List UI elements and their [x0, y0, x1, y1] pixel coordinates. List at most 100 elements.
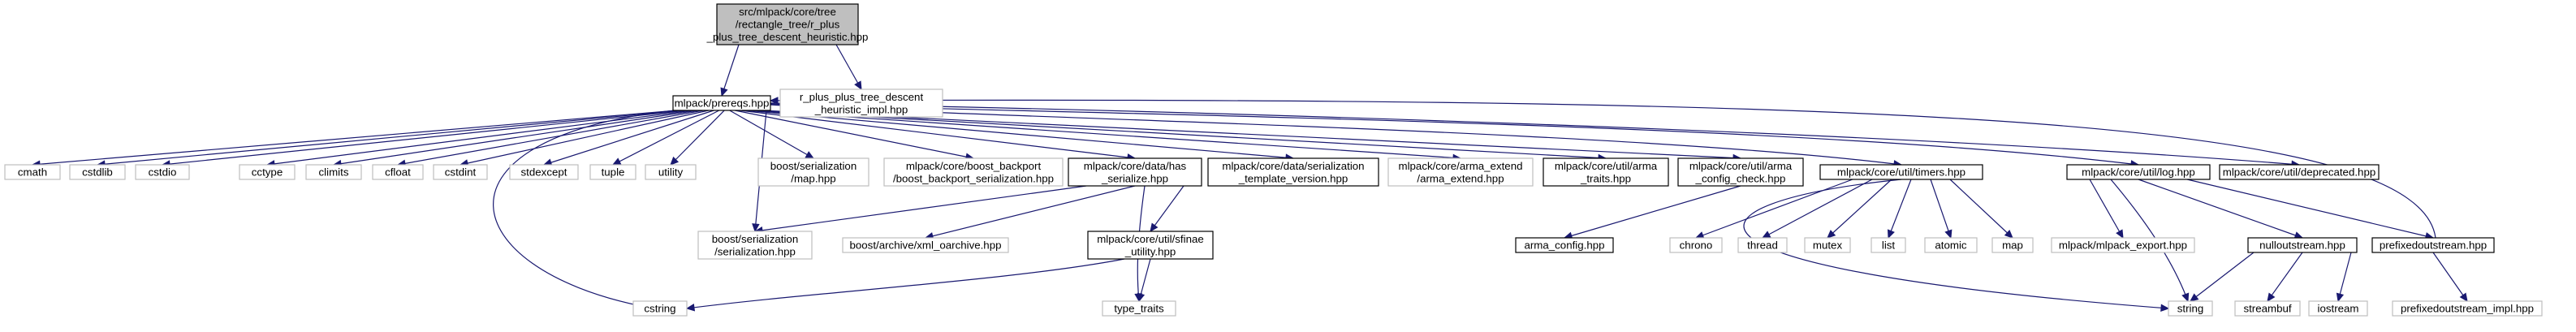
node-arma-traits[interactable]: mlpack/core/util/arma_traits.hpp	[1543, 157, 1669, 187]
edge-line	[2138, 179, 2303, 239]
node-climits: climits	[305, 164, 362, 180]
edge-line	[754, 185, 1087, 232]
edge-line	[460, 110, 709, 166]
edge-nulloutstream-to-iostream	[2336, 252, 2352, 303]
node-box[interactable]	[2066, 164, 2211, 180]
node-box[interactable]	[2219, 164, 2380, 180]
node-box	[1737, 237, 1788, 253]
node-timers[interactable]: mlpack/core/util/timers.hpp	[1819, 164, 1983, 180]
node-type-traits: type_traits	[1102, 300, 1176, 317]
edge-arrowhead	[1827, 230, 1836, 239]
node-xml-oarchive: boost/archive/xml_oarchive.hpp	[842, 237, 1009, 253]
edge-log-to-mlpack_export	[2089, 179, 2124, 239]
node-box	[509, 164, 579, 180]
edge-line	[735, 110, 974, 159]
edge-prereqs-to-cstdio	[161, 110, 688, 168]
node-box	[2234, 300, 2301, 317]
node-label: _utility.hpp	[1124, 245, 1176, 257]
node-label: tuple	[602, 166, 625, 179]
edge-line	[493, 110, 675, 307]
node-box[interactable]	[1819, 164, 1983, 180]
node-log[interactable]: mlpack/core/util/log.hpp	[2066, 164, 2211, 180]
node-box	[433, 164, 488, 180]
node-label: cstdio	[149, 166, 177, 179]
edge-arrowhead	[2459, 292, 2468, 303]
node-label: boost/serialization	[712, 233, 798, 245]
node-rpp-impl: r_plus_plus_tree_descent_heuristic_impl.…	[779, 88, 943, 118]
node-label: /map.hpp	[791, 172, 835, 184]
edge-sfinae-to-type_traits	[1137, 258, 1151, 303]
edge-prereqs-to-cctype	[265, 110, 693, 168]
node-tuple: tuple	[589, 164, 636, 180]
node-prefixedoutstream-impl: prefixedoutstream_impl.hpp	[2392, 300, 2543, 317]
edge-arrowhead	[2116, 229, 2124, 239]
node-ser-template[interactable]: mlpack/core/data/serialization_template_…	[1207, 157, 1379, 187]
node-sfinae[interactable]: mlpack/core/util/sfinae_utility.hpp	[1087, 231, 1214, 260]
node-cstdint: cstdint	[433, 164, 488, 180]
edge-arrowhead	[2160, 304, 2170, 313]
edge-sfinae-to-cstring	[685, 258, 1125, 312]
node-box[interactable]	[1543, 157, 1669, 187]
node-label: mlpack/core/util/timers.hpp	[1837, 166, 1965, 179]
edge-line	[1888, 179, 1912, 239]
edge-prefixedoutstream-to-prefixedoutstream_impl	[2432, 252, 2468, 303]
node-box[interactable]	[2371, 237, 2495, 253]
node-arma-extend: mlpack/core/arma_extend/arma_extend.hpp	[1387, 157, 1534, 187]
edge-prereqs-to-arma_config_check	[761, 110, 1742, 162]
edge-arrowhead	[2004, 230, 2013, 239]
edge-arrowhead	[2267, 292, 2276, 303]
node-nulloutstream[interactable]: nulloutstream.hpp	[2247, 237, 2358, 253]
node-box[interactable]	[2247, 237, 2358, 253]
node-chrono: chrono	[1669, 237, 1723, 253]
node-label: cstring	[644, 303, 675, 315]
node-box[interactable]	[1515, 237, 1614, 253]
edge-line	[770, 99, 2436, 239]
node-atomic: atomic	[1924, 237, 1978, 253]
edge-line	[1930, 179, 1952, 239]
edge-line	[32, 110, 678, 166]
node-box	[305, 164, 362, 180]
edge-line	[670, 110, 725, 166]
node-box	[69, 164, 126, 180]
node-box	[779, 88, 943, 118]
node-boost-serialization: boost/serialization/serialization.hpp	[697, 231, 813, 260]
node-label: mlpack/core/util/deprecated.hpp	[2223, 166, 2375, 179]
node-label: prefixedoutstream.hpp	[2380, 239, 2487, 252]
node-prefixedoutstream[interactable]: prefixedoutstream.hpp	[2371, 237, 2495, 253]
edge-line	[2337, 252, 2352, 302]
edge-line	[1762, 179, 1873, 239]
node-label: cfloat	[385, 166, 411, 179]
node-box[interactable]	[1677, 157, 1804, 187]
edge-line	[333, 110, 698, 166]
edge-has_serialize-to-boost_serialization	[753, 185, 1087, 235]
edge-nulloutstream-to-streambuf	[2267, 252, 2303, 303]
node-box[interactable]	[1207, 157, 1379, 187]
edge-arrowhead	[1887, 229, 1895, 239]
node-label: mlpack/core/data/serialization	[1222, 160, 1364, 172]
edge-line	[1564, 185, 1741, 239]
node-has-serialize[interactable]: mlpack/core/data/has_serialize.hpp	[1068, 157, 1202, 187]
node-label: thread	[1747, 239, 1778, 252]
edge-line	[543, 110, 714, 166]
node-box	[2392, 300, 2543, 317]
node-iostream: iostream	[2308, 300, 2368, 317]
node-box[interactable]	[1087, 231, 1214, 260]
edge-timers-to-mutex	[1827, 179, 1892, 239]
node-box[interactable]	[672, 95, 771, 111]
node-arma-config[interactable]: arma_config.hpp	[1515, 237, 1614, 253]
node-prereqs[interactable]: mlpack/prereqs.hpp	[672, 95, 771, 111]
node-label: mlpack/core/arma_extend	[1399, 160, 1523, 172]
node-box[interactable]	[1068, 157, 1202, 187]
node-box	[135, 164, 190, 180]
node-arma-config-check[interactable]: mlpack/core/util/arma_config_check.hpp	[1677, 157, 1804, 187]
node-box	[2168, 300, 2213, 317]
edge-timers-to-list	[1887, 179, 1912, 239]
edge-arrowhead	[670, 156, 680, 166]
node-label: iostream	[2318, 303, 2359, 315]
node-label: mlpack/core/util/arma	[1689, 160, 1793, 172]
node-deprecated[interactable]: mlpack/core/util/deprecated.hpp	[2219, 164, 2380, 180]
edge-line	[925, 185, 1136, 239]
node-label: string	[2177, 303, 2204, 315]
node-label: cmath	[18, 166, 47, 179]
node-label: /arma_extend.hpp	[1417, 172, 1504, 184]
